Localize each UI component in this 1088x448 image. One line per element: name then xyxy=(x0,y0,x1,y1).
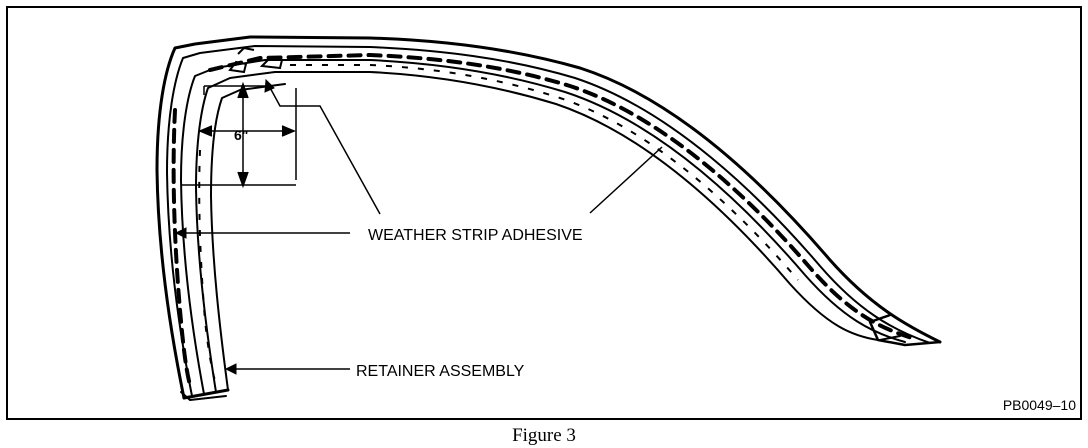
retainer-clips xyxy=(228,46,284,74)
callout-retainer-assembly: RETAINER ASSEMBLY xyxy=(356,363,525,380)
dimension-label: 6" xyxy=(234,127,248,143)
leader-arrows xyxy=(174,78,275,375)
figure-caption: Figure 3 xyxy=(512,425,576,446)
callout-weather-strip-adhesive: WEATHER STRIP ADHESIVE xyxy=(368,227,583,244)
figure-frame xyxy=(6,6,1082,420)
leader-lines xyxy=(176,83,663,370)
door-frame-retainer xyxy=(155,35,942,401)
adhesive-bead-inner xyxy=(198,64,799,386)
adhesive-bead-top xyxy=(171,52,914,387)
dimension-6in xyxy=(182,81,297,189)
reference-code: PB0049–10 xyxy=(1003,397,1076,413)
